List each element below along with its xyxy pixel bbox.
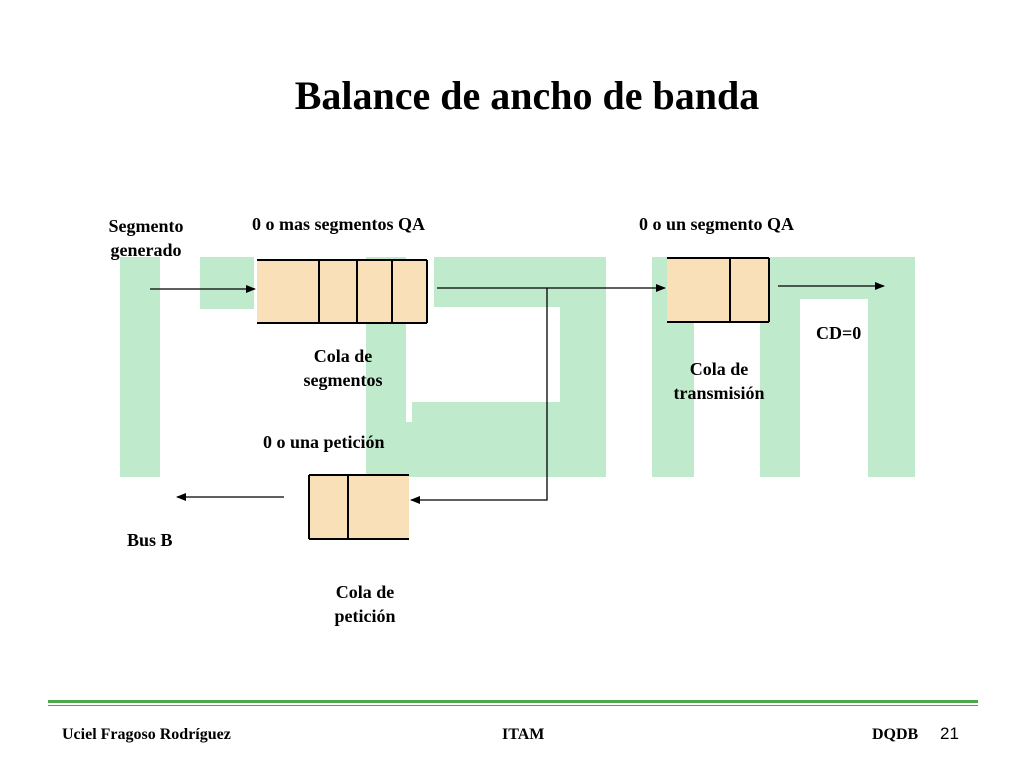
cola-segmentos-queue [257, 259, 428, 324]
cola-segmentos-label: Cola de segmentos [303, 346, 383, 390]
footer-topic: DQDB [872, 726, 919, 743]
bus-b-label: Bus B [127, 530, 173, 550]
peticion-label: 0 o una petición [263, 432, 385, 452]
cola-peticion-queue [308, 474, 409, 540]
footer-author: Uciel Fragoso Rodríguez [62, 726, 231, 743]
footer-divider [48, 700, 978, 706]
cola-transmision-label: Cola de transmisión [673, 359, 765, 403]
slide-title: Balance de ancho de banda [294, 73, 760, 118]
segmento-generado-label: Segmento generado [108, 216, 184, 260]
page-number: 21 [940, 724, 959, 743]
cd-label: CD=0 [816, 323, 862, 343]
footer-institution: ITAM [502, 726, 545, 743]
itam-watermark-logo [120, 257, 915, 477]
arrow-into-request-queue [410, 288, 548, 504]
cola-peticion-label: Cola de petición [334, 582, 396, 626]
qa-single-segment-label: 0 o un segmento QA [639, 214, 795, 234]
qa-segments-label: 0 o mas segmentos QA [252, 214, 425, 234]
cola-transmision-queue [667, 257, 770, 323]
